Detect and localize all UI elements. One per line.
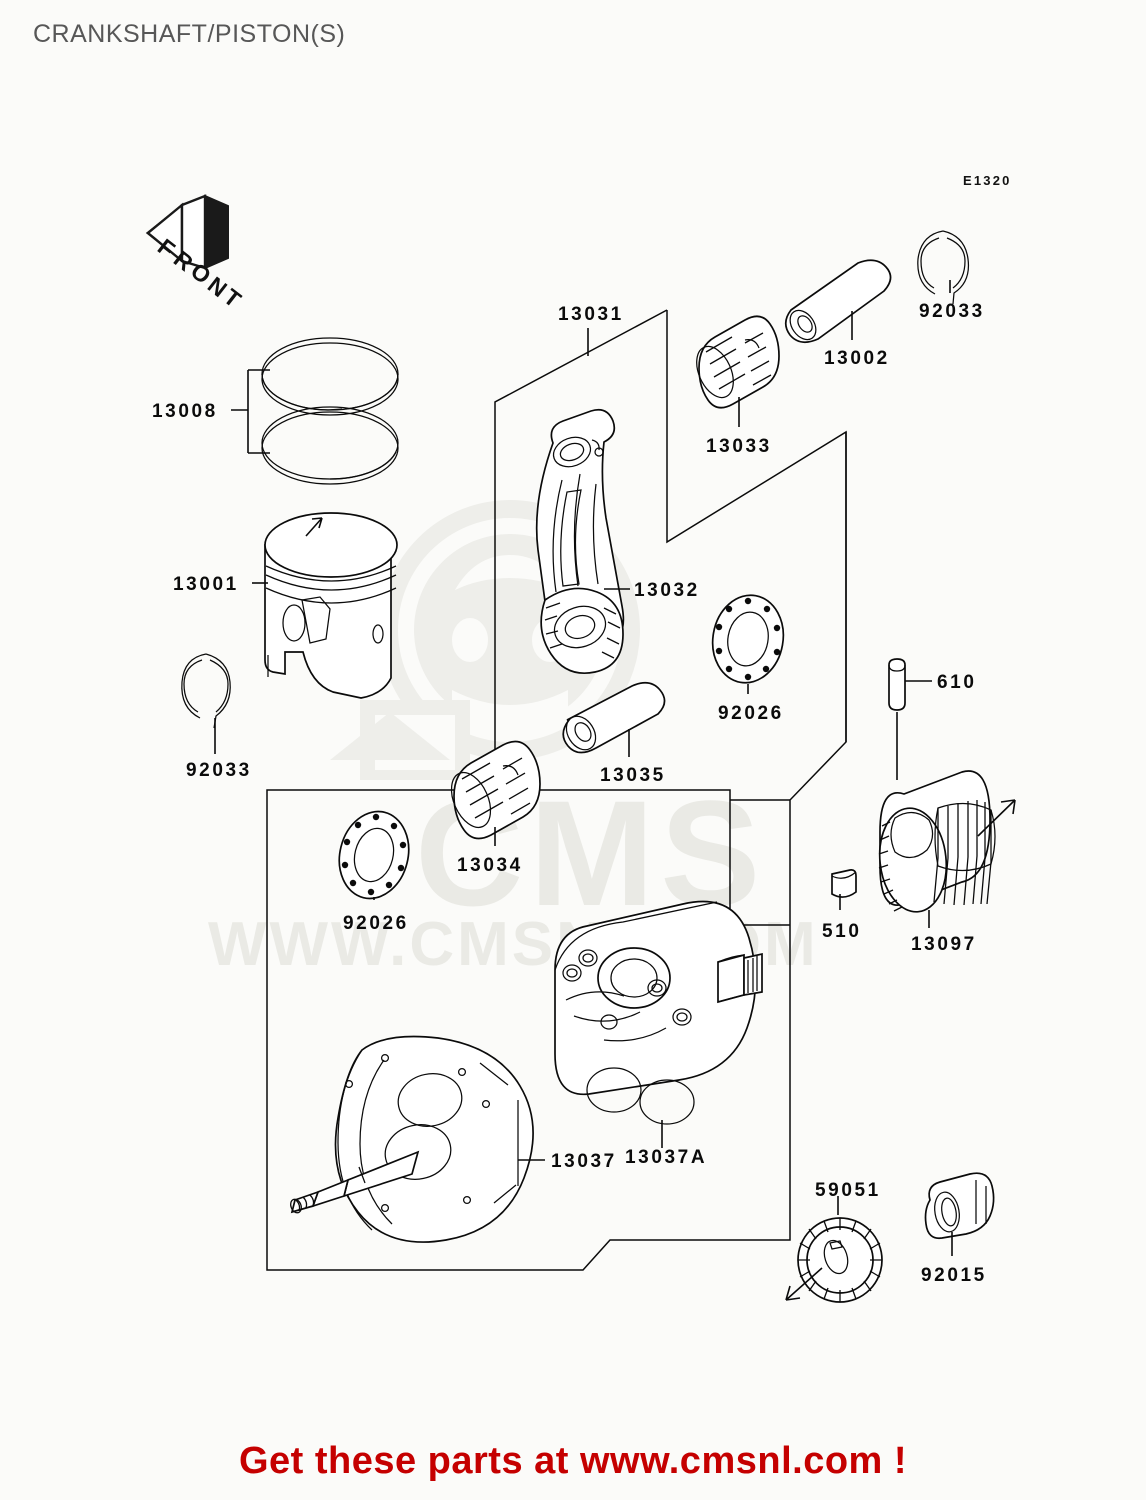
callout-13035: 13035 xyxy=(600,729,666,786)
part-piston-ring-set xyxy=(261,337,399,485)
callout-label-510: 510 xyxy=(822,921,862,942)
callout-92026-right: 92026 xyxy=(718,684,784,724)
callout-label-59051: 59051 xyxy=(815,1180,881,1201)
callout-13097: 13097 xyxy=(911,799,1016,955)
callout-label-610: 610 xyxy=(937,672,977,693)
callout-92033-right: 92033 xyxy=(919,280,985,322)
part-oil-pump-gear xyxy=(797,1217,883,1303)
part-big-end-bearing xyxy=(450,740,541,840)
callout-label-92033-left: 92033 xyxy=(186,760,252,781)
callout-13001: 13001 xyxy=(173,574,268,595)
part-snap-ring-right xyxy=(917,230,970,305)
callout-label-13034: 13034 xyxy=(457,855,523,876)
part-primary-drive-gear xyxy=(878,770,996,913)
callout-label-13008: 13008 xyxy=(152,401,218,422)
group-boundary-13031 xyxy=(266,309,847,1271)
callout-13031: 13031 xyxy=(558,304,624,356)
part-crank-web-left xyxy=(290,1035,534,1243)
callout-label-13002: 13002 xyxy=(824,348,890,369)
part-thrust-washer-left xyxy=(338,810,410,900)
callout-13008: 13008 xyxy=(152,369,270,454)
callout-label-13031: 13031 xyxy=(558,304,624,325)
page-title: CRANKSHAFT/PISTON(S) xyxy=(33,20,346,48)
callout-label-13097: 13097 xyxy=(911,934,977,955)
part-dowel-pin xyxy=(888,658,906,711)
callout-label-13037A: 13037A xyxy=(625,1147,707,1168)
part-piston xyxy=(264,512,398,699)
footer-cta[interactable]: Get these parts at www.cmsnl.com ! xyxy=(238,1440,908,1482)
callout-label-13001: 13001 xyxy=(173,574,239,595)
callout-label-92015: 92015 xyxy=(921,1265,987,1286)
part-small-end-bearing xyxy=(696,315,780,409)
callout-13034: 13034 xyxy=(457,827,523,876)
callout-510: 510 xyxy=(822,894,862,942)
callout-13037A: 13037A xyxy=(625,1120,707,1168)
part-piston-pin xyxy=(784,259,892,344)
part-thrust-washer-right xyxy=(711,594,785,684)
front-direction-marker: F R O N T xyxy=(145,194,246,313)
part-connecting-rod xyxy=(535,408,625,674)
callout-92026-left: 92026 xyxy=(343,897,409,934)
callout-13033: 13033 xyxy=(706,397,772,457)
part-crank-web-right xyxy=(554,900,763,1125)
callout-13002: 13002 xyxy=(824,311,890,369)
callout-label-92033-right: 92033 xyxy=(919,301,985,322)
callout-label-92026-left: 92026 xyxy=(343,913,409,934)
part-crank-pin xyxy=(562,681,666,754)
callout-label-13032: 13032 xyxy=(634,580,700,601)
callout-610: 610 xyxy=(896,672,977,780)
callout-label-13037: 13037 xyxy=(551,1151,617,1172)
callout-label-13035: 13035 xyxy=(600,765,666,786)
callout-59051: 59051 xyxy=(785,1180,881,1301)
part-woodruff-key xyxy=(831,869,857,898)
diagram-code: E1320 xyxy=(963,173,1012,188)
callout-label-92026-right: 92026 xyxy=(718,703,784,724)
callout-92033-left: 92033 xyxy=(186,718,252,781)
callout-label-13033: 13033 xyxy=(706,436,772,457)
part-nut xyxy=(924,1172,995,1240)
callout-13032: 13032 xyxy=(604,580,700,601)
parts-diagram-canvas: CMS WWW.CMSNL.COM F R O N T 13008 xyxy=(145,194,1016,1303)
callout-92015: 92015 xyxy=(921,1232,987,1286)
callout-13037: 13037 xyxy=(518,1151,617,1172)
part-snap-ring-left xyxy=(181,653,231,729)
